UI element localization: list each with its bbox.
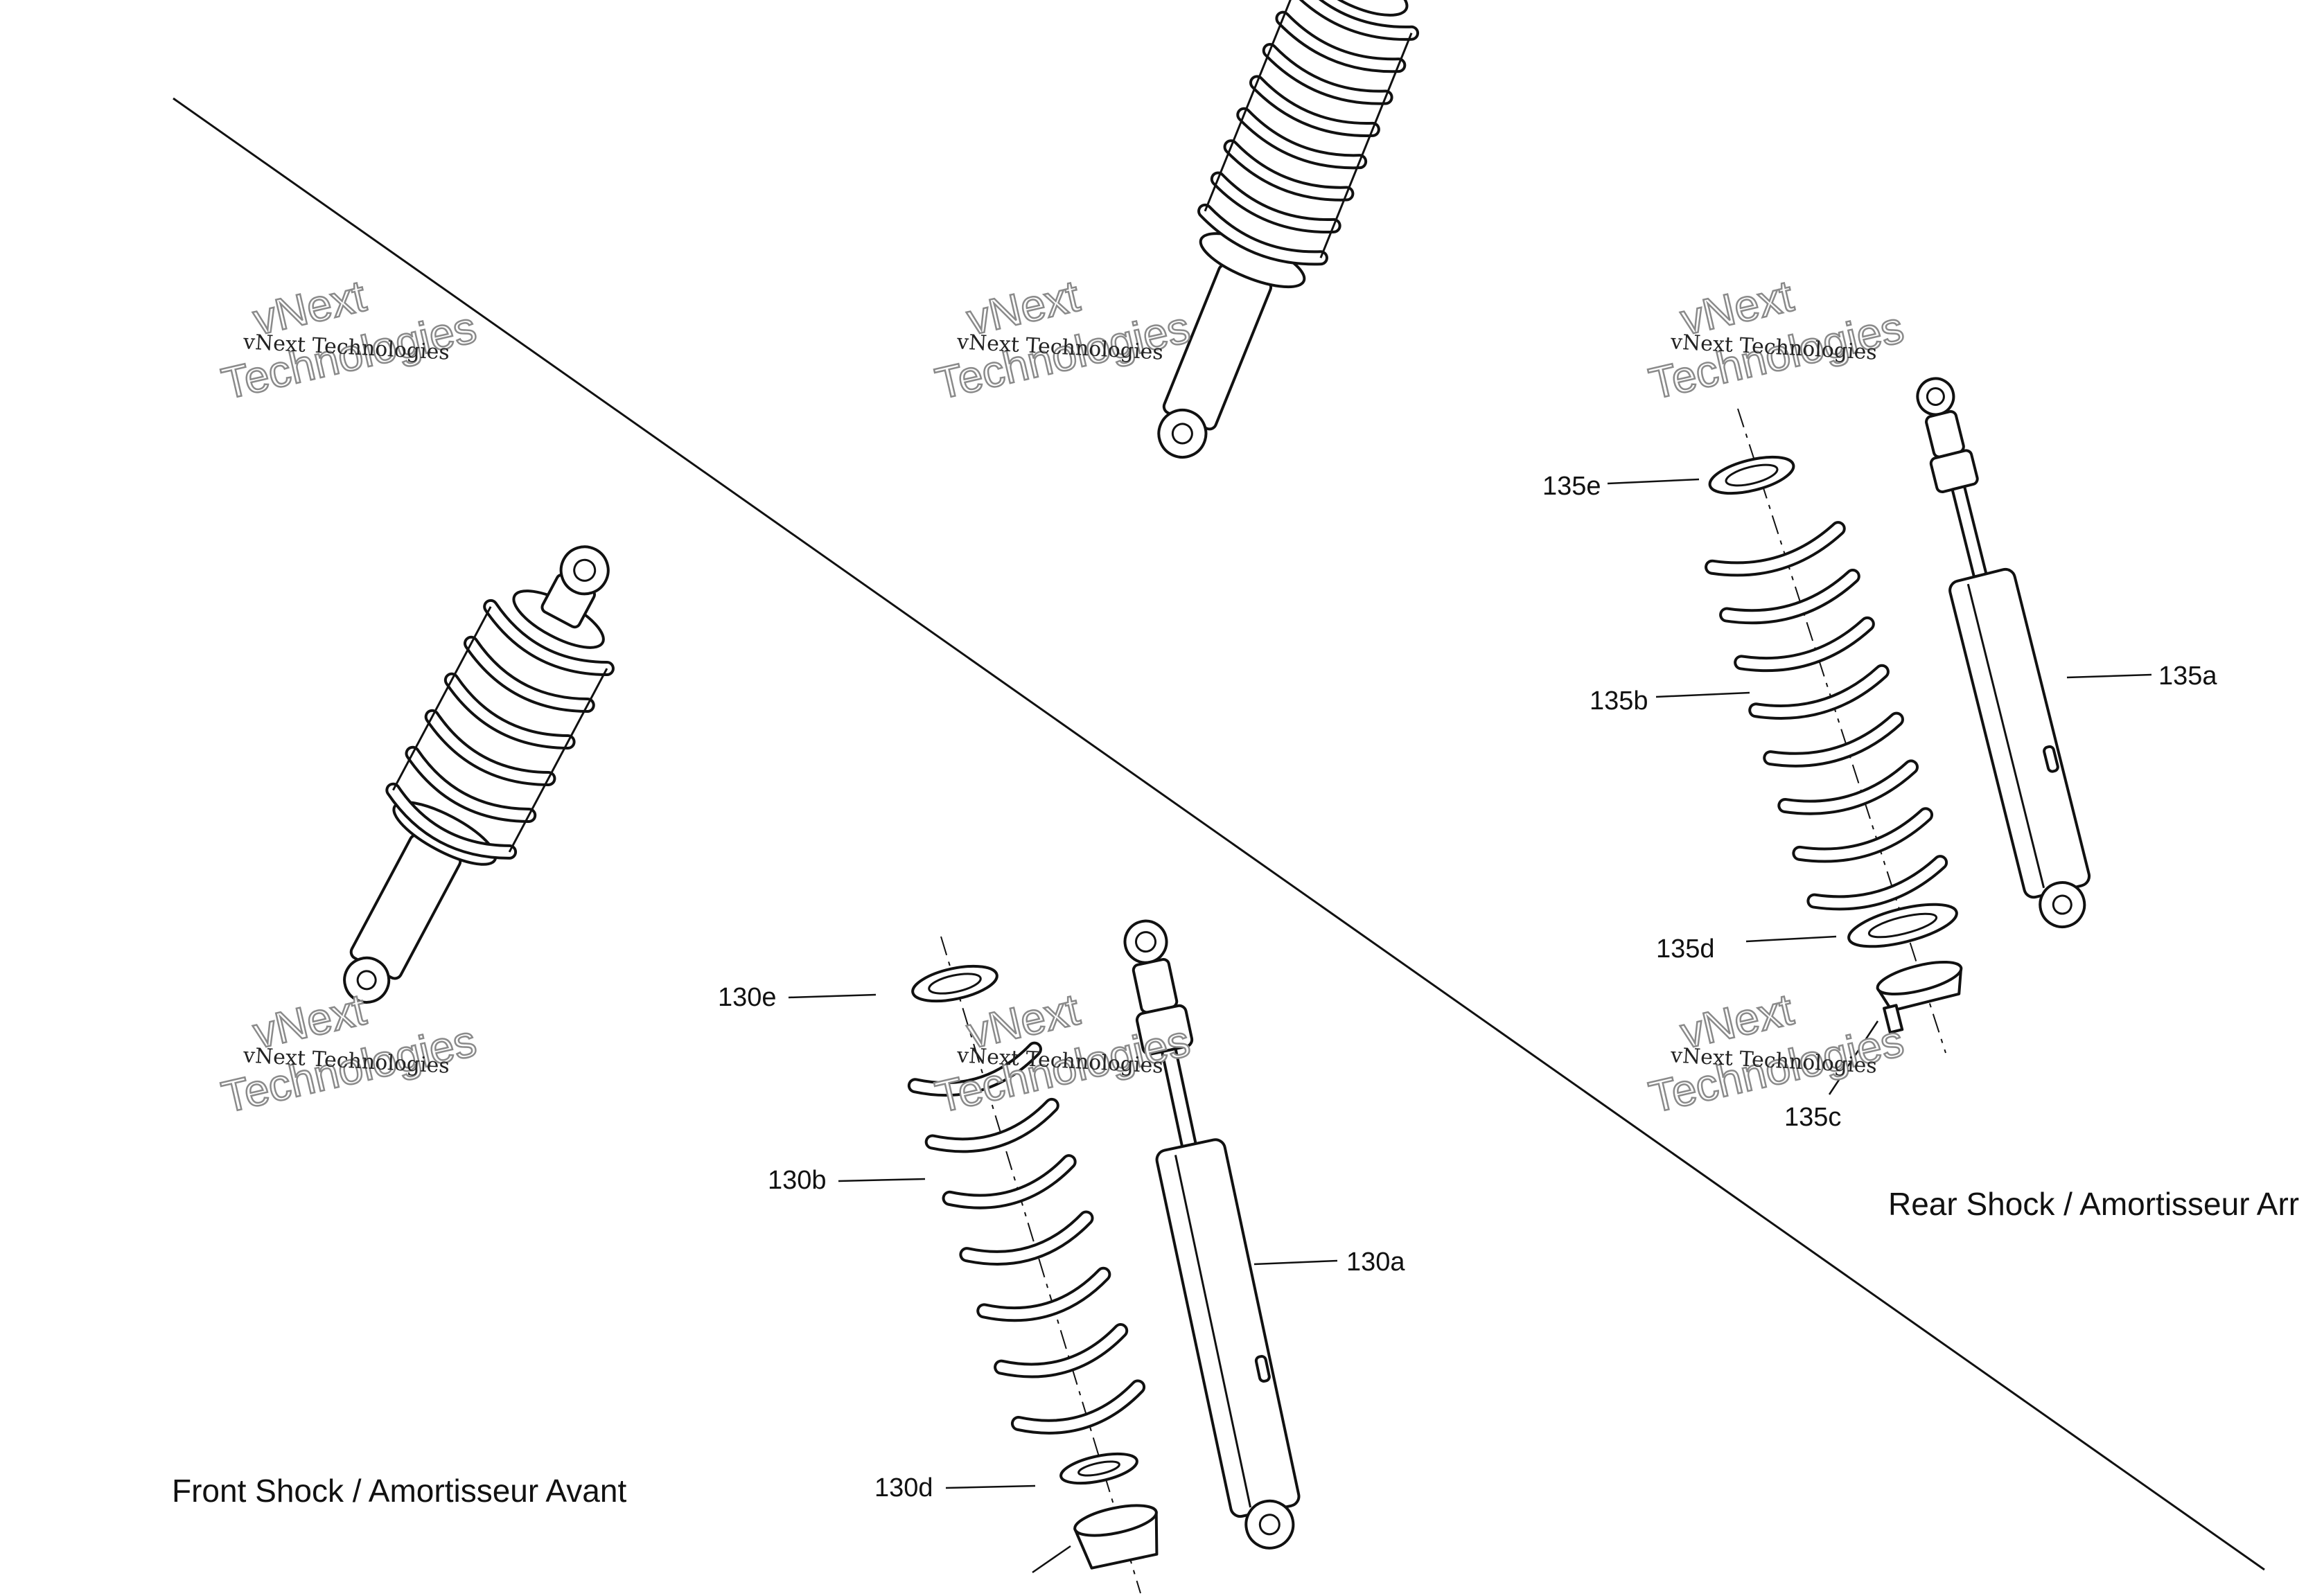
watermark-6: vNext Technologies vNext Technologies [1644,983,1909,1123]
part-130c-collar [1073,1504,1159,1570]
callout-135c: 135c [1784,1103,1841,1132]
rear-center-axis [1737,408,1946,1054]
part-130e-retainer [911,964,998,1003]
part-135d-spring-seat [1847,903,1958,948]
watermark-3: vNext Technologies vNext Technologies [1644,269,1909,409]
callout-135b: 135b [1590,686,1648,716]
part-135e-retainer [1708,455,1795,495]
front-center-axis [940,936,1141,1594]
part-135c-collar [1876,960,1963,1034]
part-130a-damper [1123,919,1301,1550]
leader-lines [788,478,2152,1574]
part-130b-spring [907,1041,1146,1435]
callout-130b: 130b [768,1166,827,1195]
watermark-1: vNext Technologies vNext Technologies [216,269,482,409]
rear-shock-assembled [1157,0,1420,459]
watermark-2: vNext Technologies vNext Technologies [930,269,1195,409]
watermark-4: vNext Technologies vNext Technologies [216,983,482,1123]
callout-130a: 130a [1346,1248,1405,1277]
part-135b-spring [1705,521,1948,911]
part-130d-spring-seat [1059,1452,1138,1485]
callout-130e: 130e [718,983,777,1012]
watermark-5: vNext Technologies vNext Technologies [930,983,1195,1123]
front-shock-assembled [343,545,615,1004]
section-divider [173,97,2265,1571]
part-135a-damper [1916,377,2091,929]
callout-135a: 135a [2158,662,2217,691]
callout-135e: 135e [1542,472,1601,501]
front-shock-title: Front Shock / Amortisseur Avant [172,1473,626,1509]
rear-shock-title: Rear Shock / Amortisseur Arr [1888,1186,2299,1222]
callout-135d: 135d [1656,934,1715,964]
callout-130d: 130d [874,1473,933,1502]
